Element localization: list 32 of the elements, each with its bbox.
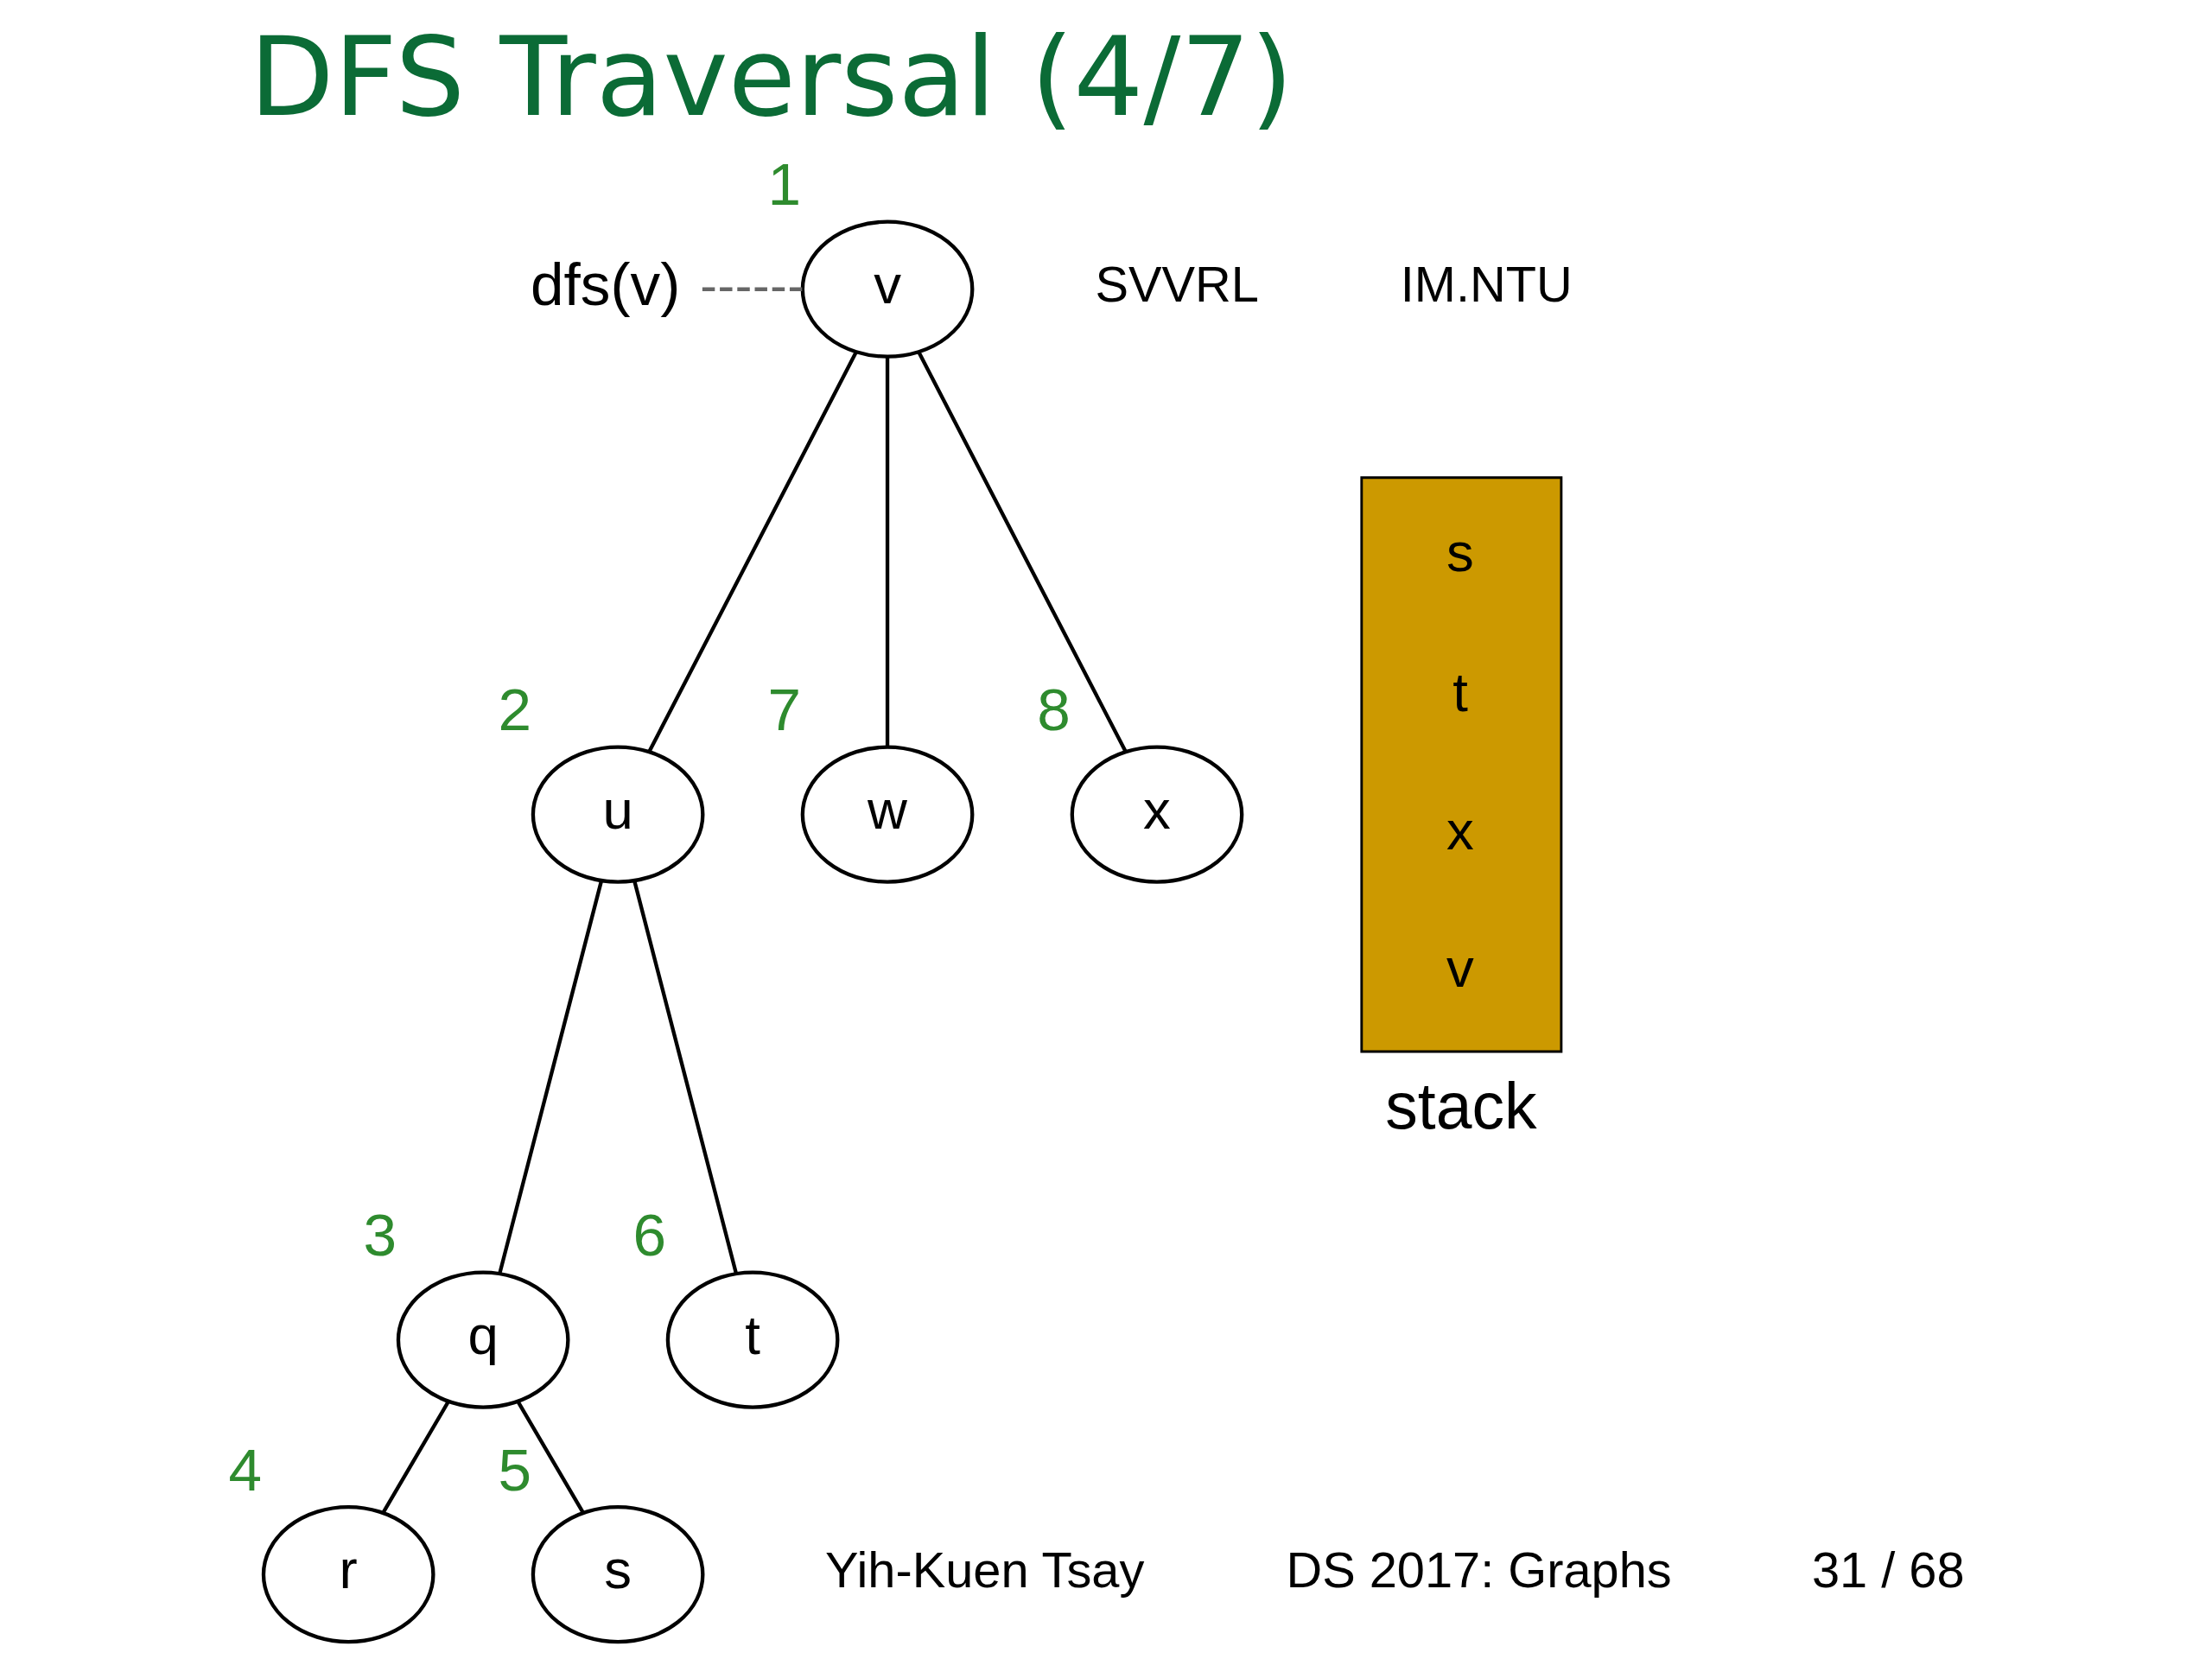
node-label: 3 <box>363 1201 397 1269</box>
connector <box>702 287 802 291</box>
label: 31 / 68 <box>1811 1541 1965 1598</box>
node-ellipse: w <box>800 745 974 884</box>
node-ellipse: s <box>531 1505 704 1644</box>
connector <box>917 351 1128 753</box>
node-ellipse: t <box>665 1270 839 1409</box>
label: SVVRL <box>1094 257 1259 313</box>
node-ellipse: r <box>261 1505 435 1644</box>
connector <box>497 880 603 1274</box>
label: Yih-Kuen Tsay <box>824 1541 1144 1598</box>
node-ellipse: x <box>1070 745 1243 884</box>
connector <box>646 351 858 753</box>
node-label: 5 <box>497 1435 531 1503</box>
node-label: stack <box>1384 1070 1536 1143</box>
connector <box>515 1400 584 1514</box>
connector <box>381 1400 450 1514</box>
node-label: 2 <box>497 676 531 744</box>
connector <box>632 880 738 1274</box>
node-label: 6 <box>632 1201 666 1269</box>
node-ellipse: u <box>531 745 704 884</box>
node-text: dfs(v) <box>530 250 680 318</box>
label: DS 2017: Graphs <box>1285 1541 1672 1598</box>
node-ellipse: q <box>396 1270 570 1409</box>
node-label: 1 <box>766 150 801 219</box>
node-ellipse: v <box>800 219 974 359</box>
label: IM.NTU <box>1400 257 1573 313</box>
node-label: 4 <box>228 1435 262 1503</box>
connector <box>885 357 889 747</box>
diagram-title: DFS Traversal (4/7) <box>249 13 1294 142</box>
node-label: 8 <box>1036 676 1071 744</box>
node-label: 7 <box>766 676 801 744</box>
